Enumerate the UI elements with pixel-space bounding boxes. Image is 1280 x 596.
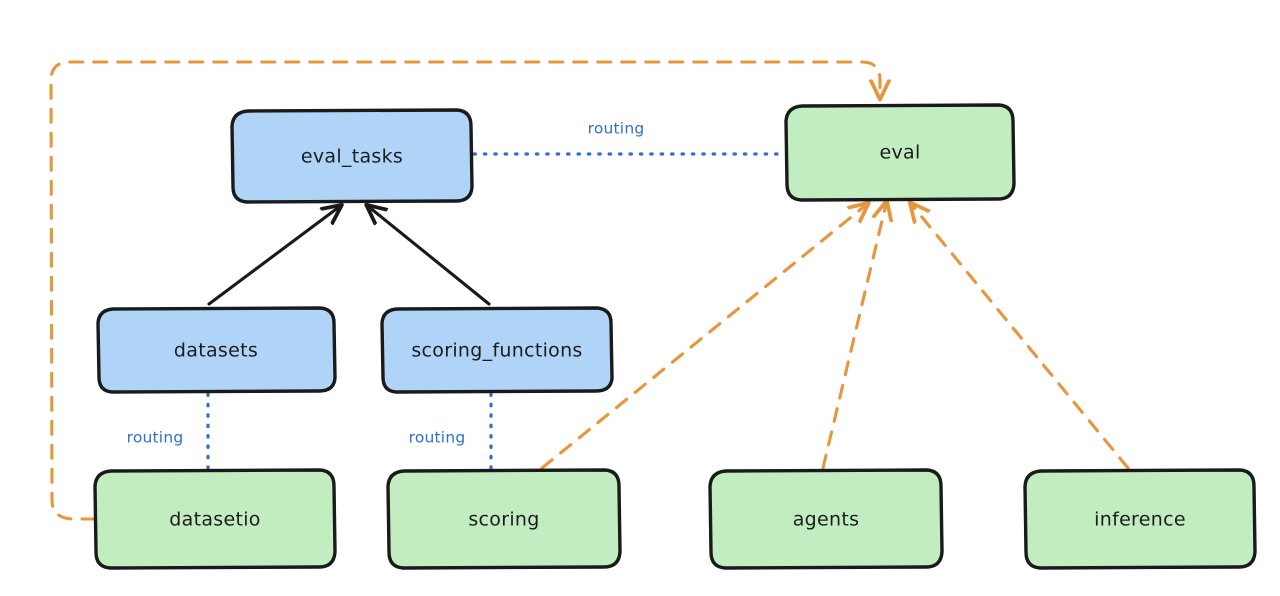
edge-label-routing-scoring: routing	[409, 429, 466, 447]
edge-label-layer: routing routing routing	[127, 120, 645, 447]
node-label-datasetio: datasetio	[169, 509, 260, 531]
edge-datasets-to-eval-tasks	[207, 207, 339, 306]
node-label-datasets: datasets	[174, 340, 258, 362]
edge-inference-to-eval	[912, 205, 1130, 470]
edge-label-routing-eval: routing	[588, 120, 645, 138]
node-eval-tasks[interactable]: eval_tasks	[230, 108, 474, 204]
node-label-inference: inference	[1094, 509, 1186, 531]
node-scoring[interactable]: scoring	[386, 468, 622, 570]
edge-agents-to-eval	[821, 204, 886, 470]
node-label-scoring-functions: scoring_functions	[411, 340, 582, 362]
node-agents[interactable]: agents	[708, 468, 944, 570]
node-label-scoring: scoring	[468, 509, 539, 531]
node-datasetio[interactable]: datasetio	[93, 468, 337, 570]
node-label-eval-tasks: eval_tasks	[301, 146, 403, 168]
edge-datasetio-to-eval	[49, 60, 880, 521]
edge-layer	[49, 60, 1130, 521]
node-label-agents: agents	[793, 509, 860, 531]
node-eval[interactable]: eval	[784, 103, 1016, 202]
edge-scoring-to-eval	[540, 205, 866, 470]
edge-label-routing-datasetio: routing	[127, 429, 184, 447]
node-scoring-functions[interactable]: scoring_functions	[380, 306, 614, 394]
node-datasets[interactable]: datasets	[96, 306, 337, 394]
node-layer: eval_tasks eval datasets scoring_functio…	[93, 103, 1257, 570]
node-label-eval: eval	[879, 142, 920, 164]
node-inference[interactable]: inference	[1023, 468, 1257, 570]
edge-scoring-functions-to-eval-tasks	[369, 207, 491, 306]
